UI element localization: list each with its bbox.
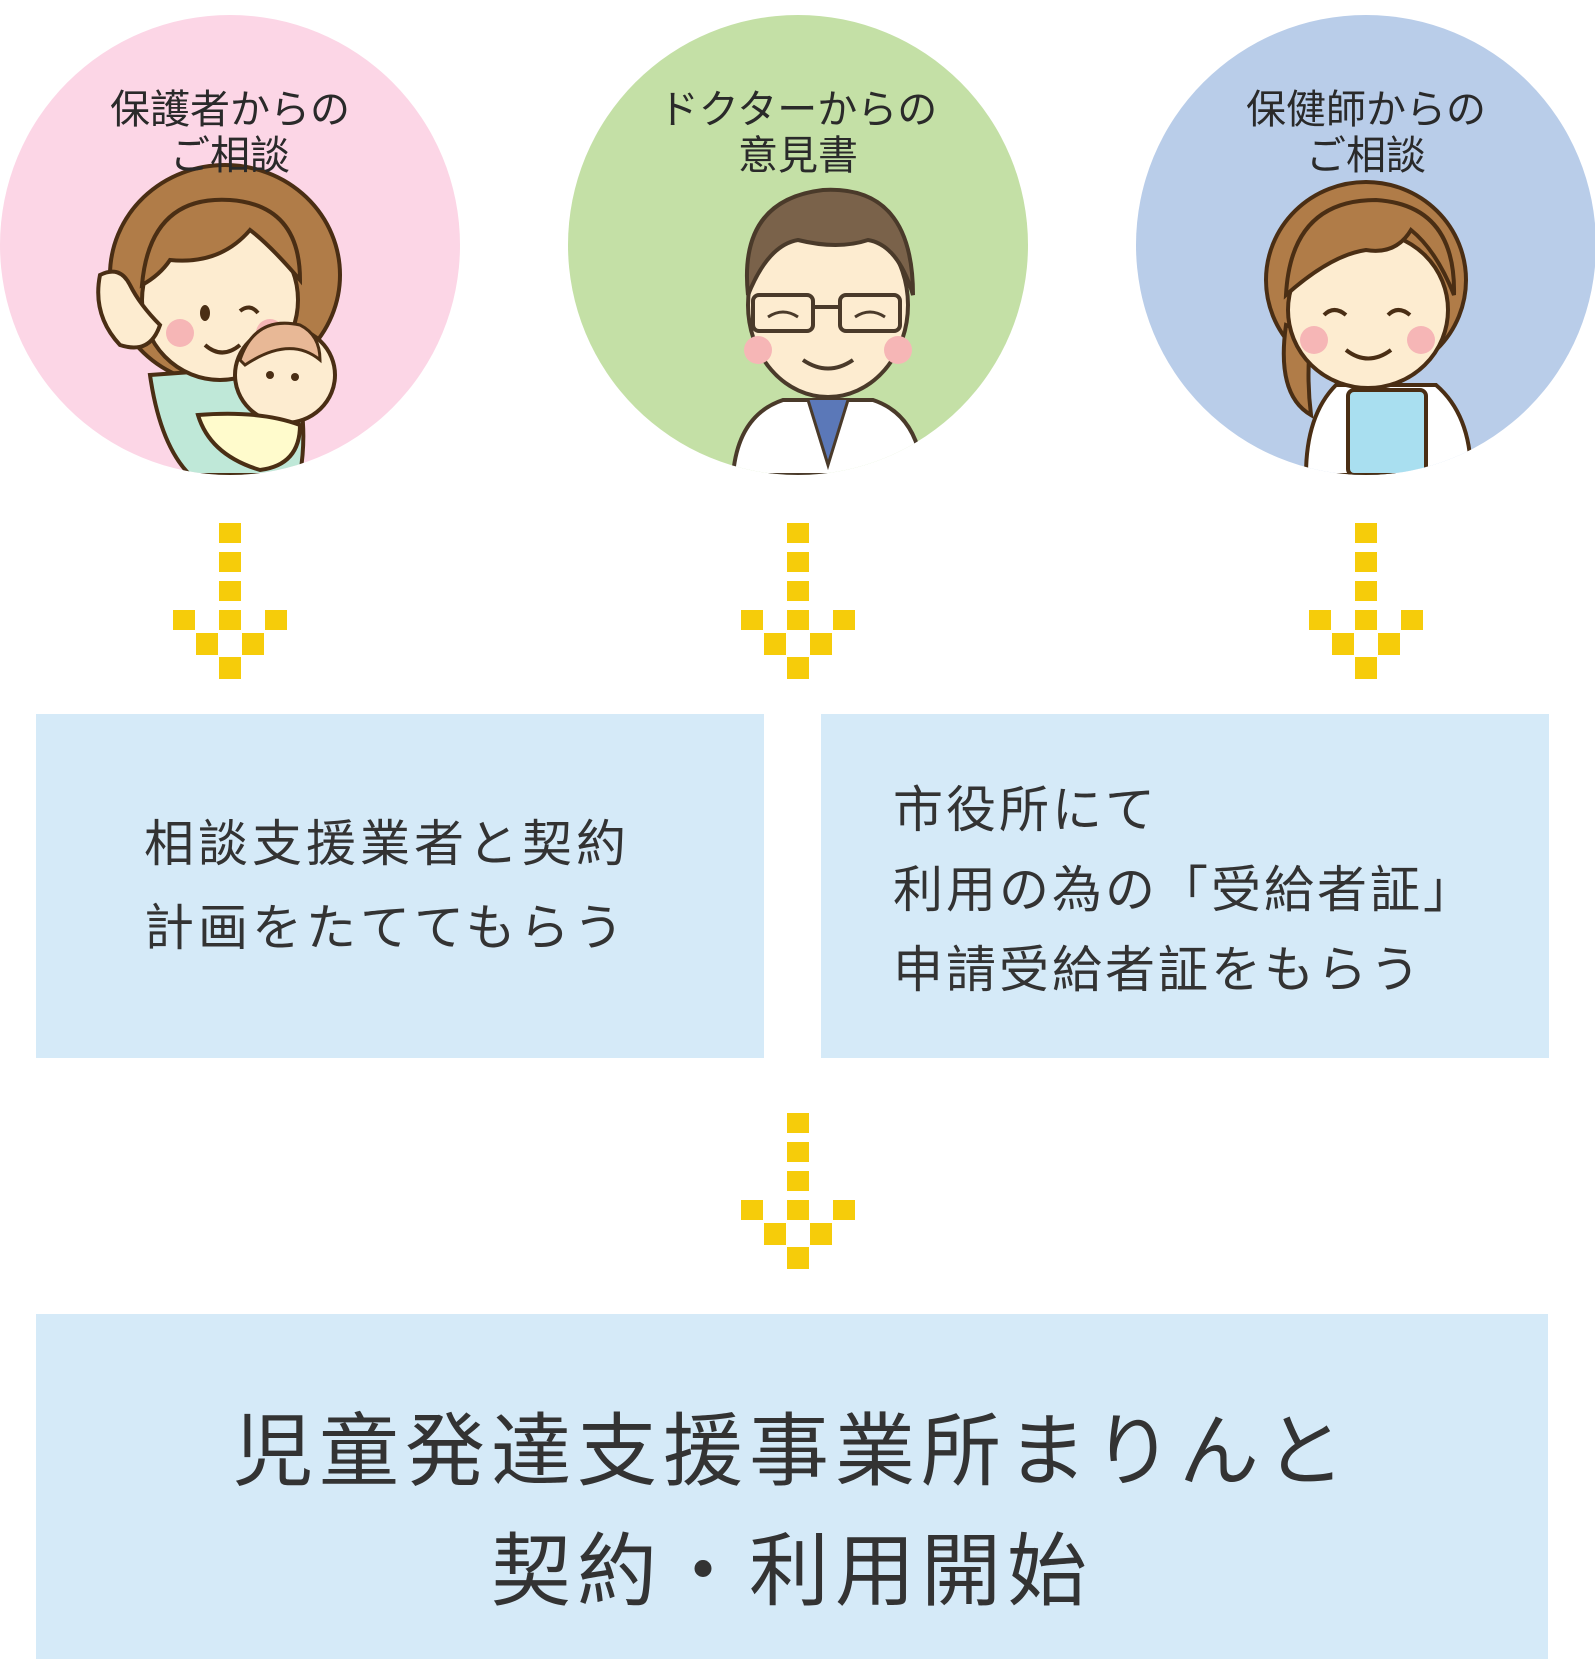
down-arrow-icon	[1309, 523, 1423, 679]
doctor-opinion-label: ドクターからの 意見書	[658, 87, 938, 179]
doctor-opinion-circle: ドクターからの 意見書	[568, 15, 1028, 475]
down-arrow-icon	[173, 523, 287, 679]
doctor-illustration-icon	[730, 187, 926, 475]
contract-start-result-box: 児童発達支援事業所まりんと 契約・利用開始	[36, 1314, 1548, 1659]
city-hall-certificate-step-text: 市役所にて 利用の為の「受給者証」 申請受給者証をもらう	[893, 781, 1476, 999]
public-health-nurse-illustration-icon	[1264, 180, 1474, 475]
down-arrow-icon	[741, 1113, 855, 1269]
down-arrow-icon	[741, 523, 855, 679]
nurse-consultation-label: 保健師からの ご相談	[1246, 87, 1486, 179]
mother-with-baby-illustration-icon	[96, 163, 342, 475]
consultation-support-step-text: 相談支援業者と契約 計画をたててもらう	[144, 815, 630, 957]
consultation-support-step-box: 相談支援業者と契約 計画をたててもらう	[36, 714, 764, 1058]
contract-start-result-text: 児童発達支援事業所まりんと 契約・利用開始	[233, 1405, 1351, 1618]
parent-consultation-circle: 保護者からの ご相談	[0, 15, 460, 475]
city-hall-certificate-step-box: 市役所にて 利用の為の「受給者証」 申請受給者証をもらう	[821, 714, 1549, 1058]
parent-consultation-label: 保護者からの ご相談	[110, 87, 350, 179]
nurse-consultation-circle: 保健師からの ご相談	[1136, 15, 1595, 475]
